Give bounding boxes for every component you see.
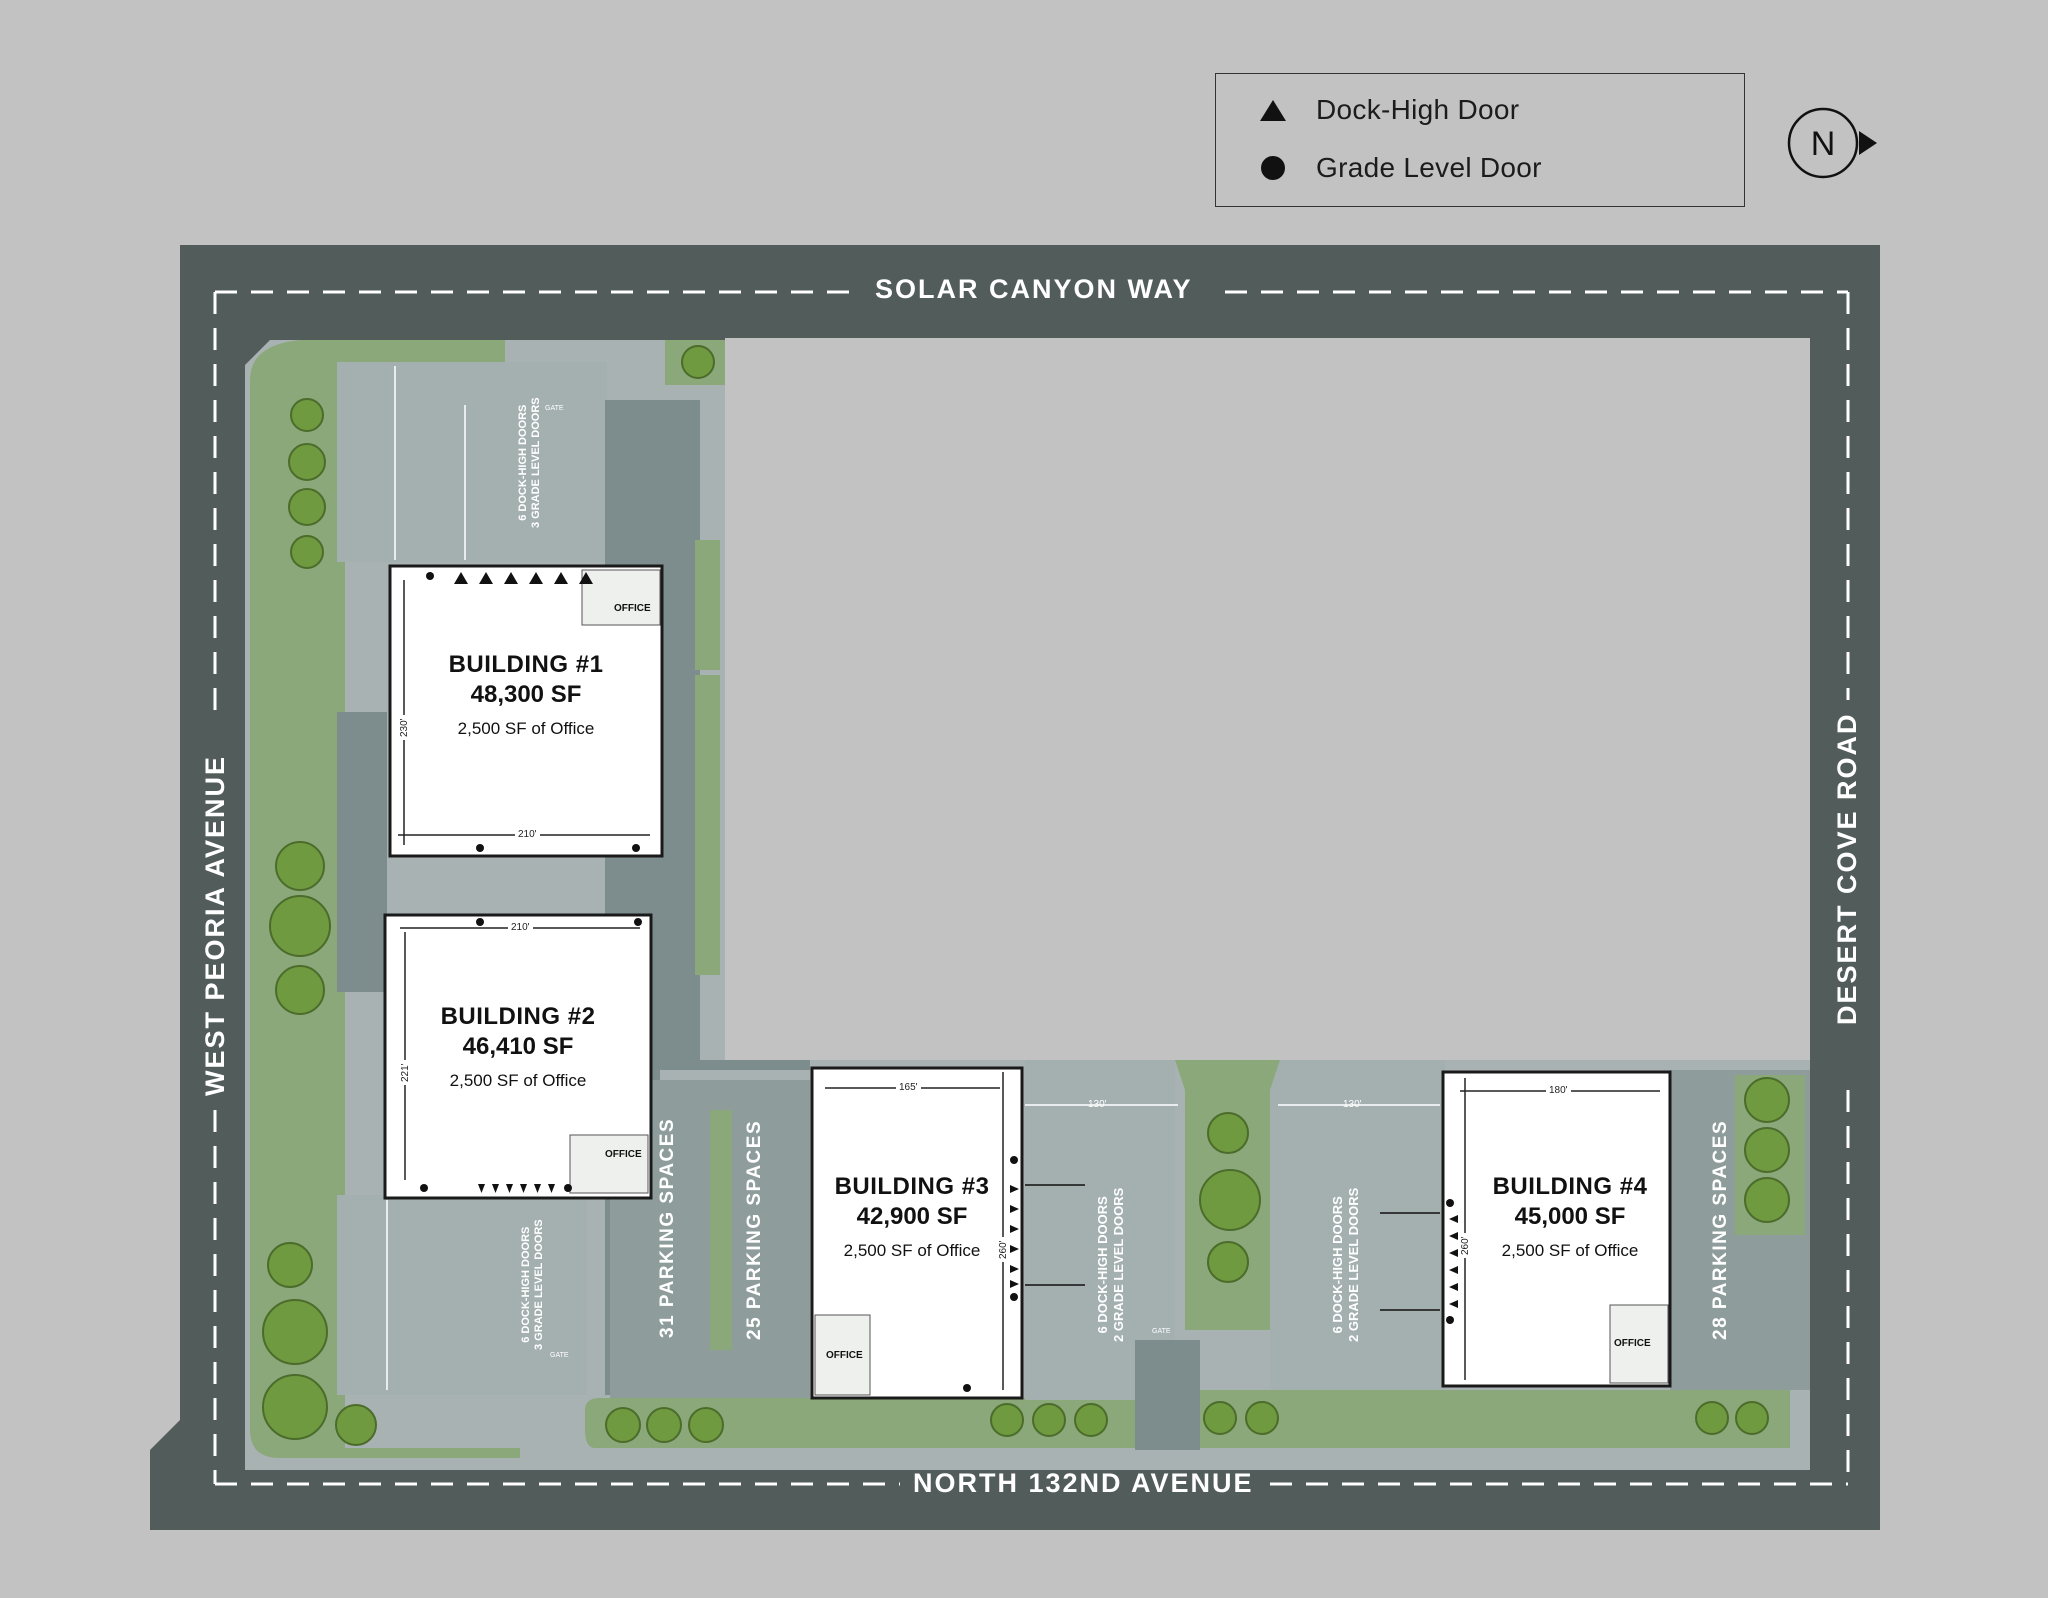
building-2-grade-doors: 3 GRADE LEVEL DOORS (533, 1219, 545, 1350)
office-annex-3 (814, 1314, 871, 1396)
building-2-dock-doors: 6 DOCK-HIGH DOORS (520, 1226, 532, 1343)
building-1-label: BUILDING #1 48,300 SF 2,500 SF of Office (390, 650, 662, 742)
legend-grade-level-label: Grade Level Door (1316, 152, 1542, 183)
drive-south-center (1135, 1340, 1200, 1450)
parking-lot-b-label: 25 PARKING SPACES (744, 1119, 765, 1340)
building-3-depth: 260' (998, 1237, 1009, 1262)
legend-dock-high-label: Dock-High Door (1316, 94, 1520, 125)
building-3-label: BUILDING #3 42,900 SF 2,500 SF of Office (812, 1172, 1012, 1264)
street-south: NORTH 132ND AVENUE (913, 1468, 1254, 1498)
building-2-depth: 221' (400, 1060, 411, 1085)
building-1-office-tag: OFFICE (614, 603, 651, 614)
building-2-office: 2,500 SF of Office (449, 1071, 587, 1090)
building-2-door-count: 6 DOCK-HIGH DOORS 3 GRADE LEVEL DOORS (520, 1219, 546, 1350)
south-landscape-b (1185, 1390, 1790, 1448)
north-arrow-icon: N (1785, 103, 1877, 183)
drive-west (337, 712, 387, 992)
door-markers (420, 572, 1458, 1392)
building-4-dock-doors: 6 DOCK-HIGH DOORS (1330, 1196, 1345, 1334)
building-2-width: 210' (508, 922, 533, 933)
building-1-dock-doors: 6 DOCK-HIGH DOORS (517, 404, 529, 521)
building-2-office-tag: OFFICE (605, 1149, 642, 1160)
building-3-sf: 42,900 SF (856, 1203, 968, 1230)
building-3-door-count: 6 DOCK-HIGH DOORS 2 GRADE LEVEL DOORS (1095, 1188, 1127, 1342)
building-2-name: BUILDING #2 (440, 1003, 596, 1030)
truck-court-1 (337, 362, 607, 562)
gate-label-south: GATE (550, 1352, 569, 1359)
landscape-island-1 (695, 540, 720, 670)
leader-lines (1025, 1184, 1440, 1311)
building-3-office: 2,500 SF of Office (843, 1241, 981, 1260)
circle-icon (1258, 153, 1288, 183)
map-legend: Dock-High Door Grade Level Door (1215, 73, 1745, 207)
building-2-label: BUILDING #2 46,410 SF 2,500 SF of Office (385, 1002, 651, 1094)
gate-label-north: GATE (545, 405, 564, 412)
north-label: N (1811, 125, 1836, 163)
road-centerlines (213, 290, 1850, 1486)
building-4-label: BUILDING #4 45,000 SF 2,500 SF of Office (1470, 1172, 1670, 1264)
building-2-sf: 46,410 SF (462, 1033, 574, 1060)
building-3-width: 165' (896, 1082, 921, 1093)
west-landscape (250, 340, 520, 1458)
grade-door (426, 572, 434, 580)
office-annex-1 (581, 569, 661, 626)
building-4-office-tag: OFFICE (1614, 1338, 1651, 1349)
building-4-grade-doors: 2 GRADE LEVEL DOORS (1346, 1187, 1361, 1342)
legend-grade-level: Grade Level Door (1258, 152, 1542, 184)
truck-court-2 (337, 1195, 587, 1395)
building-1-sf: 48,300 SF (470, 681, 582, 708)
building-4-width: 180' (1546, 1085, 1571, 1096)
street-west: WEST PEORIA AVENUE (200, 754, 230, 1096)
street-north: SOLAR CANYON WAY (875, 274, 1193, 304)
truck-court-dims (386, 366, 1440, 1390)
building-3-dock-doors: 6 DOCK-HIGH DOORS (1095, 1196, 1110, 1334)
building-4-door-count: 6 DOCK-HIGH DOORS 2 GRADE LEVEL DOORS (1330, 1188, 1362, 1342)
building-1-name: BUILDING #1 (448, 651, 604, 678)
building-3-office-tag: OFFICE (826, 1350, 863, 1361)
building-1-office: 2,500 SF of Office (457, 719, 595, 738)
building-1-depth: 230' (399, 715, 410, 740)
parking-island (710, 1110, 732, 1350)
landscape-island-2 (695, 675, 720, 975)
parking-lot-a-label: 31 PARKING SPACES (657, 1117, 678, 1338)
building-4-office: 2,500 SF of Office (1501, 1241, 1639, 1260)
building-3-grade-doors: 2 GRADE LEVEL DOORS (1111, 1187, 1126, 1342)
street-east: DESERT COVE ROAD (1832, 712, 1862, 1025)
trees (262, 345, 1790, 1446)
building-3-footprint (810, 1066, 1024, 1400)
office-annex-2 (569, 1134, 649, 1194)
building-1-grade-doors: 3 GRADE LEVEL DOORS (530, 397, 542, 528)
building-1-door-count: 6 DOCK-HIGH DOORS 3 GRADE LEVEL DOORS (517, 397, 543, 528)
legend-dock-high: Dock-High Door (1258, 94, 1519, 126)
truck-court-4-dim: 130' (1343, 1099, 1362, 1110)
adjacent-parcel (725, 338, 1810, 1060)
building-1-width: 210' (515, 829, 540, 840)
parking-lot-c-label: 28 PARKING SPACES (1710, 1119, 1731, 1340)
triangle-icon (1258, 95, 1288, 125)
building-3-name: BUILDING #3 (834, 1173, 990, 1200)
building-4-depth: 260' (1460, 1233, 1471, 1258)
building-4-sf: 45,000 SF (1514, 1203, 1626, 1230)
building-4-name: BUILDING #4 (1492, 1173, 1648, 1200)
truck-court-4 (1270, 1060, 1445, 1390)
office-annex-4 (1609, 1304, 1669, 1384)
truck-court-3-dim: 130' (1088, 1099, 1107, 1110)
gate-label-center: GATE (1152, 1328, 1171, 1335)
